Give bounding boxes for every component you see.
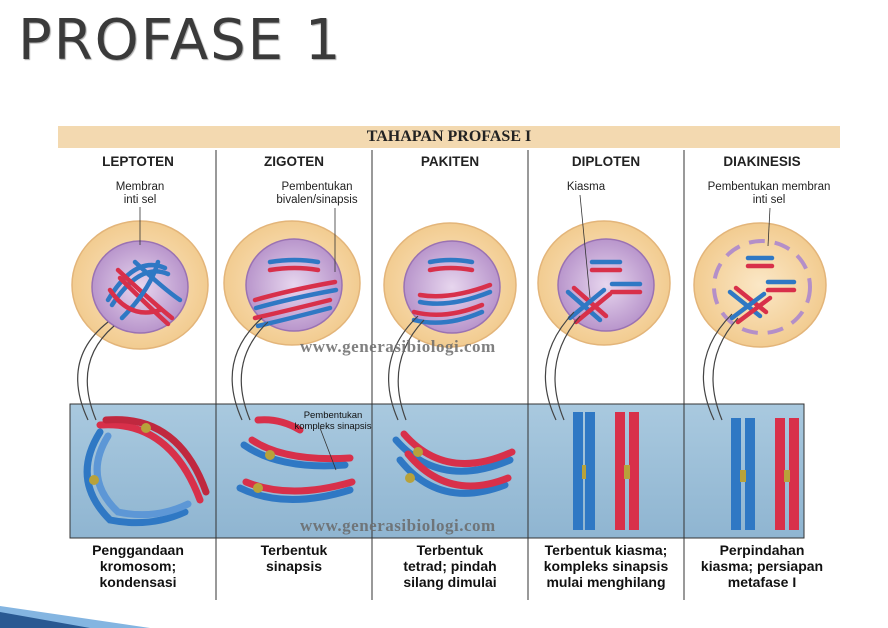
figure-title-band: [58, 126, 840, 148]
stage-diploten-heading: DIPLOTEN: [571, 154, 641, 169]
label-membran-inti-sel: Membran inti sel: [115, 181, 165, 206]
cell-diakinesis: [693, 207, 827, 348]
detail-leptoten: [83, 416, 210, 527]
figure-title: TAHAPAN PROFASE I: [366, 128, 532, 145]
stage-zigoten-heading: ZIGOTEN: [264, 154, 324, 169]
caption-pakiten: Terbentuk tetrad; pindah silang dimulai: [403, 542, 497, 590]
cell-zigoten: [223, 208, 361, 346]
caption-diakinesis: Perpindahan kiasma; persiapan metafase I: [700, 542, 824, 590]
cell-leptoten: [71, 207, 209, 350]
stage-diakinesis-heading: DIAKINESIS: [723, 154, 801, 169]
label-kompleks-sinapsis: Pembentukan kompleks sinapsis: [294, 410, 372, 432]
caption-zigoten: Terbentuk sinapsis: [260, 542, 328, 574]
label-pembentukan-membran: Pembentukan membran inti sel: [707, 181, 831, 206]
detail-diploten: [573, 412, 639, 530]
cell-diploten: [537, 194, 671, 346]
label-pembentukan-bivalen: Pembentukan bivalen/sinapsis: [276, 181, 358, 206]
watermark-bottom: www.generasibiologi.com: [300, 516, 496, 535]
stage-leptoten-heading: LEPTOTEN: [102, 154, 174, 169]
slide-title: PROFASE 1: [18, 8, 343, 73]
caption-leptoten: Penggandaan kromosom; kondensasi: [92, 542, 184, 590]
detail-diakinesis: [731, 418, 799, 530]
detail-pakiten: [392, 430, 516, 497]
watermark-top: www.generasibiologi.com: [300, 337, 496, 356]
cell-pakiten: [383, 222, 517, 348]
caption-diploten: Terbentuk kiasma; kompleks sinapsis mula…: [543, 542, 669, 590]
detail-zigoten: [236, 416, 356, 504]
label-kiasma: Kiasma: [566, 181, 606, 193]
stage-pakiten-heading: PAKITEN: [420, 154, 480, 169]
